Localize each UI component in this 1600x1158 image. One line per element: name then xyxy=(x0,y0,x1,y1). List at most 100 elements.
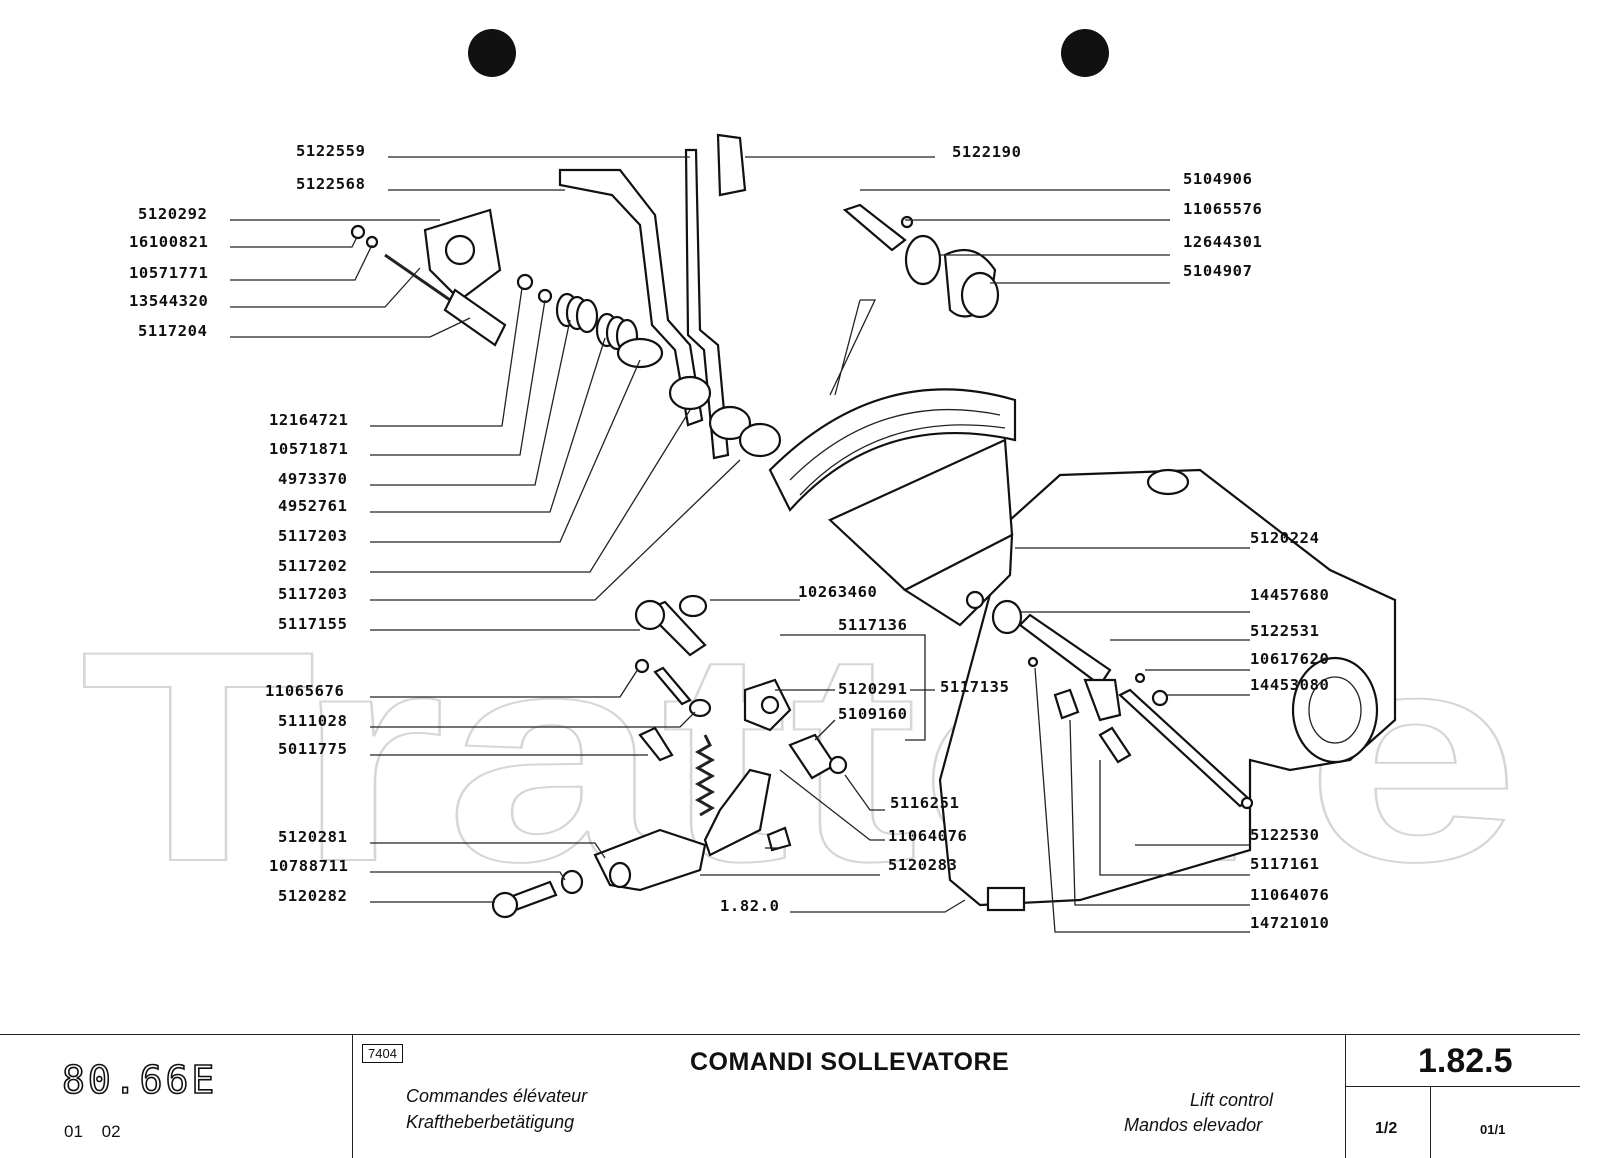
control-quadrant xyxy=(768,388,1017,512)
part-label: 5122559 xyxy=(296,142,366,160)
revision-number: 01/1 xyxy=(1480,1122,1506,1137)
part-label: 5117202 xyxy=(278,557,348,575)
part-label: 5120224 xyxy=(1250,529,1320,547)
title-spanish: Mandos elevador xyxy=(1124,1115,1263,1135)
nut-10788711 xyxy=(560,869,584,895)
quadrant-slot-2 xyxy=(799,424,1006,496)
lever-hub-1 xyxy=(668,375,712,411)
model-code: 80.66E xyxy=(61,1057,218,1103)
title-french: Commandes élévateur xyxy=(406,1086,588,1106)
part-label: 16100821 xyxy=(129,233,208,251)
part-label: 11064076 xyxy=(1250,886,1329,904)
part-labels: 5122559 5122568 5120292 16100821 1057177… xyxy=(129,142,1329,932)
part-label: 10617620 xyxy=(1250,650,1329,668)
washer-12164721 xyxy=(516,273,534,291)
part-label: 5117203 xyxy=(278,527,348,545)
title-block-page-rule xyxy=(1345,1086,1580,1087)
exploded-parts-diagram: Trattore xyxy=(79,29,1521,933)
knob-washer xyxy=(904,234,942,286)
shaft-5122531 xyxy=(1018,613,1112,687)
part-label: 1.82.0 xyxy=(720,897,780,915)
screw-washer xyxy=(900,215,914,229)
part-label: 14457680 xyxy=(1250,586,1329,604)
title-block-divider-right xyxy=(1345,1034,1346,1158)
lever-knob xyxy=(716,133,747,197)
knob-callout-wedge xyxy=(829,299,877,396)
part-label: 10263460 xyxy=(798,583,877,601)
part-label: 5122530 xyxy=(1250,826,1320,844)
friction-disc xyxy=(616,337,664,369)
o-ring-14457680 xyxy=(991,599,1023,635)
washer-5116251 xyxy=(828,755,848,775)
page-number: 1.82.5 xyxy=(1418,1042,1513,1080)
part-label: 5117135 xyxy=(940,678,1010,696)
sheet-number: 1/2 xyxy=(1375,1120,1398,1137)
reference-code-box: 7404 xyxy=(362,1044,403,1063)
spacer-sleeve xyxy=(443,288,507,347)
part-label: 5117161 xyxy=(1250,855,1320,873)
tie-rod xyxy=(384,253,451,302)
lever-hub-2 xyxy=(708,405,752,441)
housing-bore xyxy=(1291,656,1379,764)
fork-hole xyxy=(608,861,632,889)
bracket-boss xyxy=(444,234,476,266)
title-block-top-rule xyxy=(0,1034,1580,1035)
adjust-knob-face xyxy=(960,271,1000,319)
part-label: 11065676 xyxy=(265,682,344,700)
bolt-head-5117155 xyxy=(634,599,666,631)
adjust-screw xyxy=(842,203,907,252)
punch-hole-right xyxy=(1061,29,1109,77)
housing-plug xyxy=(986,886,1026,912)
washer-10571771 xyxy=(365,235,379,249)
part-label: 14453080 xyxy=(1250,676,1329,694)
part-label: 5120282 xyxy=(278,887,348,905)
control-lever-long xyxy=(684,148,730,460)
bolt-5011775 xyxy=(638,726,674,762)
friction-springs xyxy=(555,292,639,354)
part-label: 4952761 xyxy=(278,497,348,515)
housing-bore-inner xyxy=(1308,676,1362,744)
title-german: Kraftheberbetätigung xyxy=(406,1112,575,1132)
pin-14721010 xyxy=(1027,656,1039,668)
part-label: 5117155 xyxy=(278,615,348,633)
part-label: 13544320 xyxy=(129,292,208,310)
part-label: 5109160 xyxy=(838,705,908,723)
part-label: 5116251 xyxy=(890,794,960,812)
bracket-5120283 xyxy=(703,768,772,857)
part-label: 10571871 xyxy=(269,440,348,458)
nut-16100821 xyxy=(350,224,366,240)
title-block-sheet-divider xyxy=(1430,1086,1431,1158)
part-label: 12164721 xyxy=(269,411,348,429)
part-label: 5104906 xyxy=(1183,170,1253,188)
part-label: 5117203 xyxy=(278,585,348,603)
rod-end xyxy=(1240,796,1254,810)
arm-5122531 xyxy=(1083,678,1122,722)
title-block-divider-left xyxy=(352,1034,353,1158)
quadrant-base-hole xyxy=(965,590,985,610)
part-label: 5120283 xyxy=(888,856,958,874)
quadrant-slot xyxy=(789,409,1001,481)
housing-boss xyxy=(1146,468,1190,496)
part-label: 4973370 xyxy=(278,470,348,488)
pin-10617620 xyxy=(1134,672,1146,684)
page-title: COMANDI SOLLEVATORE xyxy=(690,1048,1010,1076)
quadrant-base xyxy=(902,533,1014,627)
part-label: 12644301 xyxy=(1183,233,1262,251)
rocker-hole xyxy=(760,695,780,715)
part-label: 5122531 xyxy=(1250,622,1320,640)
part-label: 14721010 xyxy=(1250,914,1329,932)
part-label: 11064076 xyxy=(888,827,967,845)
part-label: 5120281 xyxy=(278,828,348,846)
part-label: 10571771 xyxy=(129,264,208,282)
title-block xyxy=(0,1000,1600,1158)
title-english: Lift control xyxy=(1190,1090,1274,1110)
part-label: 5120292 xyxy=(138,205,208,223)
part-label: 5104907 xyxy=(1183,262,1253,280)
clip-11064076 xyxy=(766,826,792,852)
part-label: 5122190 xyxy=(952,143,1022,161)
punch-hole-left xyxy=(468,29,516,77)
clip-11064076-right xyxy=(1053,688,1080,720)
pin-5111028 xyxy=(653,666,692,706)
part-label: 5120291 xyxy=(838,680,908,698)
tension-spring xyxy=(694,734,716,817)
